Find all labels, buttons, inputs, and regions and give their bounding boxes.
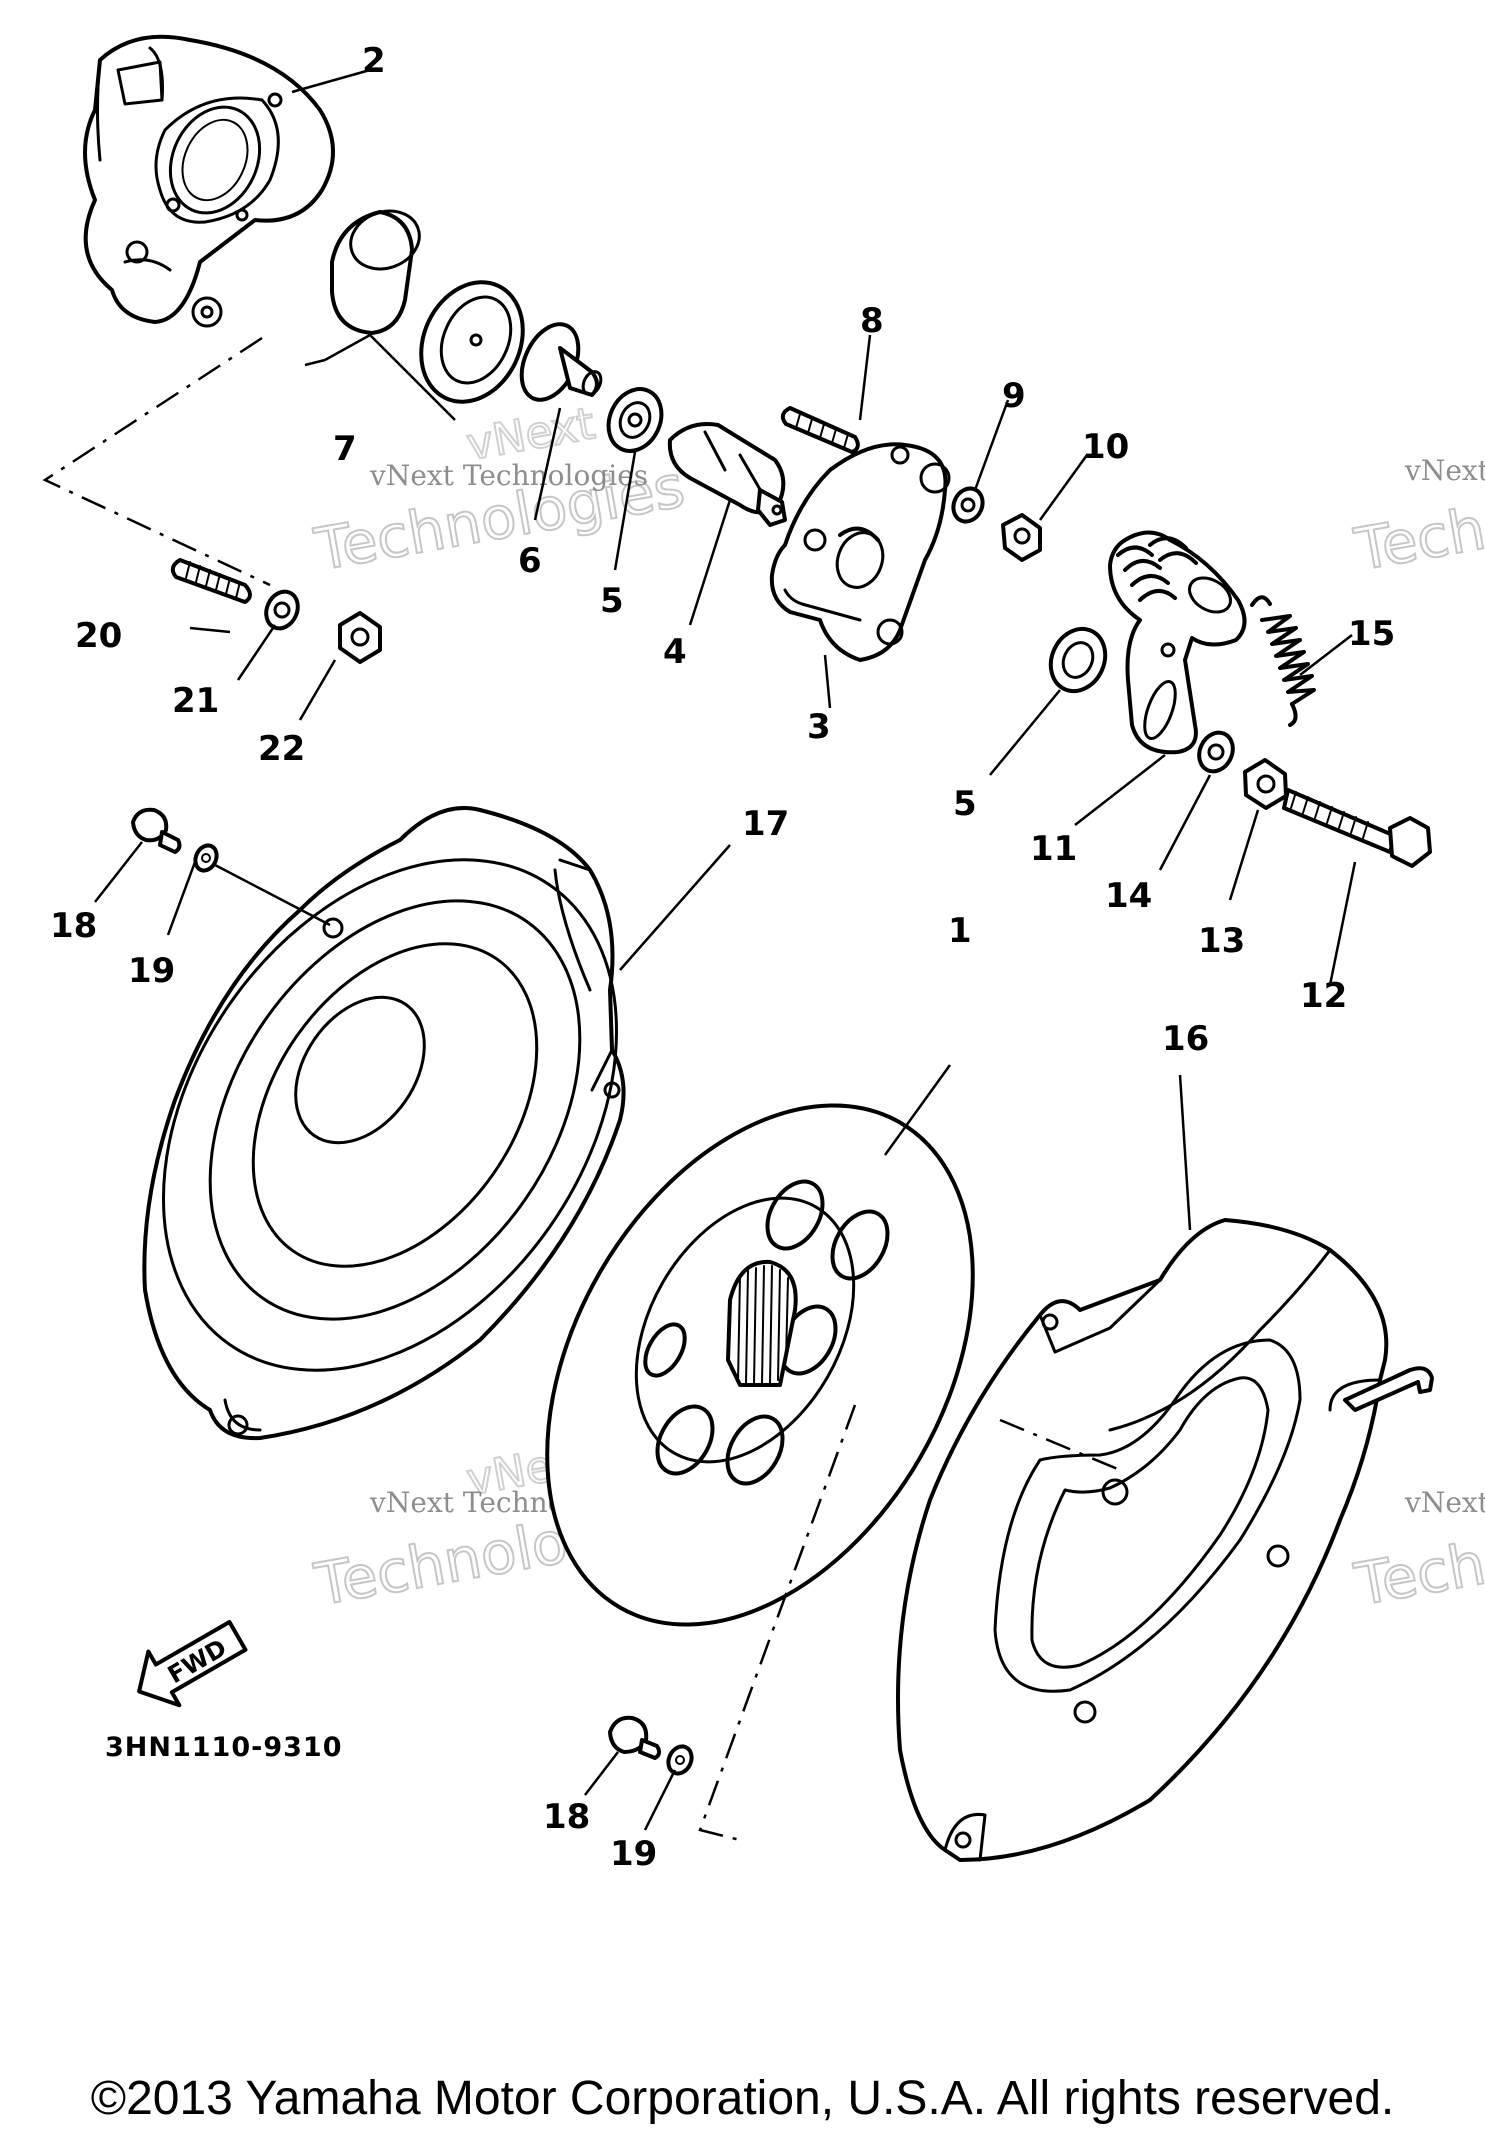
callout-1: 1 xyxy=(948,911,972,951)
callout-10: 10 xyxy=(1082,427,1129,467)
callout-14: 14 xyxy=(1105,876,1152,916)
callout-17: 17 xyxy=(742,804,789,844)
callout-18: 18 xyxy=(50,906,97,946)
nut-part xyxy=(1001,513,1042,562)
watermark-vnext-technologies: vNext Technologies xyxy=(1404,1486,1485,1519)
diagram-code: 3HN1110-9310 xyxy=(105,1732,342,1763)
callout-12: 12 xyxy=(1300,976,1347,1016)
callout-19: 19 xyxy=(610,1834,657,1874)
nut-part xyxy=(338,611,382,664)
stud-part xyxy=(780,406,860,454)
watermark-tech: Tech xyxy=(1350,1529,1485,1619)
leader-lines xyxy=(94,68,1357,1831)
callout-8: 8 xyxy=(860,301,884,341)
nut-part xyxy=(1243,758,1288,810)
watermark-vnext-technologies: vNext Technologies xyxy=(369,459,648,492)
callout-7: 7 xyxy=(333,429,357,469)
callout-13: 13 xyxy=(1198,921,1245,961)
callout-2: 2 xyxy=(362,41,386,81)
spring-part xyxy=(1250,595,1316,727)
washer-part xyxy=(666,1744,694,1776)
washer-part xyxy=(264,589,300,631)
cam-lever-part xyxy=(1108,530,1247,755)
cam-housing-part xyxy=(769,442,951,662)
bolt-part xyxy=(1282,788,1432,868)
bearing-part xyxy=(1048,626,1108,694)
washer-part xyxy=(951,486,985,524)
callout-5: 5 xyxy=(953,784,977,824)
cam-shaft-part xyxy=(667,422,787,527)
watermark-tech: Tech xyxy=(1350,494,1485,584)
piston-part xyxy=(330,209,525,404)
bearing-part xyxy=(606,387,664,453)
callout-9: 9 xyxy=(1002,376,1026,416)
assembly-lines xyxy=(42,333,1121,1842)
callout-4: 4 xyxy=(663,632,687,672)
caliper-bracket-part xyxy=(83,34,335,328)
brake-disc-part xyxy=(545,1103,975,1627)
callout-21: 21 xyxy=(172,681,219,721)
bolt-part xyxy=(131,807,182,854)
washer-part xyxy=(1197,730,1235,774)
forward-direction-arrow: FWD xyxy=(137,1620,248,1708)
callout-16: 16 xyxy=(1162,1019,1209,1059)
copyright-notice: ©2013 Yamaha Motor Corporation, U.S.A. A… xyxy=(90,2072,1395,2125)
washer-part xyxy=(193,843,219,873)
callout-20: 20 xyxy=(75,616,122,656)
callout-19: 19 xyxy=(128,951,175,991)
pin-part xyxy=(519,322,603,402)
brake-cover-part xyxy=(142,806,626,1441)
callout-3: 3 xyxy=(807,707,831,747)
callout-22: 22 xyxy=(258,729,305,769)
callout-6: 6 xyxy=(518,541,542,581)
callout-18: 18 xyxy=(543,1797,590,1837)
callout-5: 5 xyxy=(600,581,624,621)
brake-shield-part xyxy=(896,1218,1434,1862)
watermark-vnext-technologies: vNext Technologies xyxy=(1404,454,1485,487)
callout-15: 15 xyxy=(1348,614,1395,654)
callout-11: 11 xyxy=(1030,829,1077,869)
callout-labels: 2 7 6 5 4 3 8 9 10 15 5 11 14 13 12 20 2… xyxy=(50,41,1395,1874)
bolt-part xyxy=(608,1715,662,1760)
stud-part xyxy=(170,558,252,604)
